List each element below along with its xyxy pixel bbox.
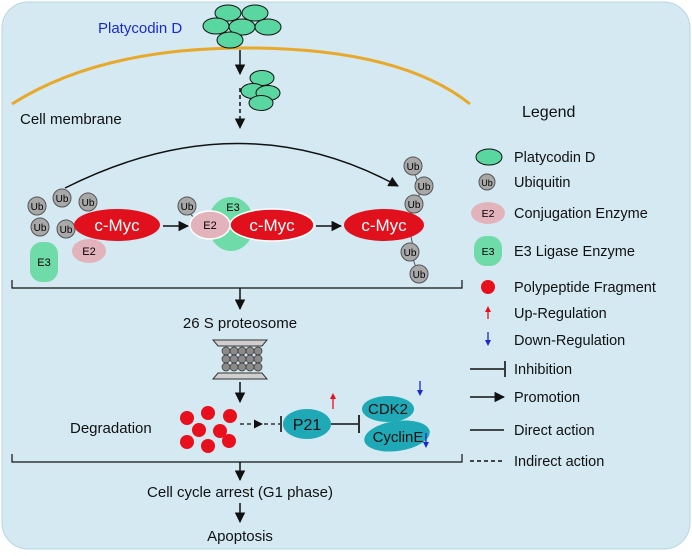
legend-label-10: Indirect action bbox=[514, 454, 604, 470]
cell-cycle-arrest-label: Cell cycle arrest (G1 phase) bbox=[147, 484, 333, 501]
drug-label: Platycodin D bbox=[98, 20, 182, 37]
cmyc-right bbox=[344, 209, 424, 241]
legend-symbol-e2 bbox=[471, 202, 505, 224]
e3-middle-label: E3 bbox=[226, 202, 239, 214]
curved-arrow bbox=[64, 142, 399, 189]
legend-label-6: Down-Regulation bbox=[514, 333, 625, 349]
legend-label-2: Conjugation Enzyme bbox=[514, 206, 648, 222]
cmyc-middle bbox=[229, 208, 315, 242]
svg-text:Ub: Ub bbox=[418, 182, 431, 193]
cmyc-left-label: c-Myc bbox=[94, 216, 140, 235]
cell-membrane-arc bbox=[11, 46, 471, 106]
svg-text:Ub: Ub bbox=[413, 270, 426, 281]
ub-cluster-left: Ub Ub Ub Ub Ub bbox=[27, 188, 98, 239]
legend-label-4: Polypeptide Fragment bbox=[514, 280, 656, 296]
e3-left bbox=[30, 242, 58, 282]
svg-text:Ub: Ub bbox=[31, 202, 44, 213]
e2-left bbox=[72, 239, 106, 263]
legend-label-5: Up-Regulation bbox=[514, 306, 607, 322]
degradation-label: Degradation bbox=[70, 420, 152, 437]
svg-text:Ub: Ub bbox=[407, 162, 420, 173]
svg-text:Ub: Ub bbox=[82, 198, 95, 209]
bracket-bottom bbox=[11, 454, 463, 463]
ub-middle bbox=[177, 196, 197, 216]
drug-cluster-top bbox=[202, 4, 282, 49]
legend-symbol-e3 bbox=[474, 236, 502, 266]
proteasome-icon bbox=[211, 339, 269, 380]
legend-symbol-drug bbox=[475, 148, 503, 166]
polypeptide-fragments bbox=[180, 406, 237, 453]
bracket-top bbox=[11, 280, 463, 289]
e2-middle-label: E2 bbox=[203, 220, 216, 232]
legend-symbol-ub bbox=[478, 173, 496, 191]
legend-label-0: Platycodin D bbox=[514, 150, 595, 166]
svg-text:Ub: Ub bbox=[56, 194, 69, 205]
cmyc-left bbox=[74, 209, 160, 241]
drug-cluster-inside bbox=[240, 70, 281, 111]
svg-text:Ub: Ub bbox=[404, 248, 417, 259]
apoptosis-label: Apoptosis bbox=[207, 528, 273, 545]
svg-text:E3: E3 bbox=[482, 246, 495, 258]
legend-symbol-fragment bbox=[481, 280, 495, 294]
cycline-ellipse bbox=[364, 420, 430, 452]
membrane-label: Cell membrane bbox=[20, 111, 122, 128]
p21-label: P21 bbox=[293, 417, 322, 434]
legend-label-3: E3 Ligase Enzyme bbox=[514, 244, 635, 260]
svg-text:Ub: Ub bbox=[34, 223, 47, 234]
p21-ellipse bbox=[283, 409, 331, 439]
cdk2-label: CDK2 bbox=[368, 401, 408, 418]
cmyc-middle-label: c-Myc bbox=[249, 216, 295, 235]
cdk2-ellipse bbox=[362, 396, 414, 422]
legend-label-1: Ubiquitin bbox=[514, 175, 570, 191]
legend-title: Legend bbox=[522, 104, 575, 121]
e3-left-label: E3 bbox=[37, 257, 50, 269]
legend-label-9: Direct action bbox=[514, 423, 595, 439]
cmyc-right-label: c-Myc bbox=[361, 216, 407, 235]
svg-text:Ub: Ub bbox=[481, 178, 493, 188]
cycline-label: CyclinE bbox=[373, 429, 424, 446]
legend: Legend Platycodin D Ub Ubiquitin E2 Conj… bbox=[470, 104, 656, 470]
e2-left-label: E2 bbox=[82, 246, 95, 258]
svg-text:Ub: Ub bbox=[60, 225, 73, 236]
proteasome-label: 26 S proteosome bbox=[183, 315, 297, 332]
legend-label-7: Inhibition bbox=[514, 362, 572, 378]
legend-label-8: Promotion bbox=[514, 390, 580, 406]
svg-text:Ub: Ub bbox=[408, 200, 421, 211]
svg-text:E2: E2 bbox=[482, 208, 495, 220]
svg-text:Ub: Ub bbox=[181, 202, 194, 213]
